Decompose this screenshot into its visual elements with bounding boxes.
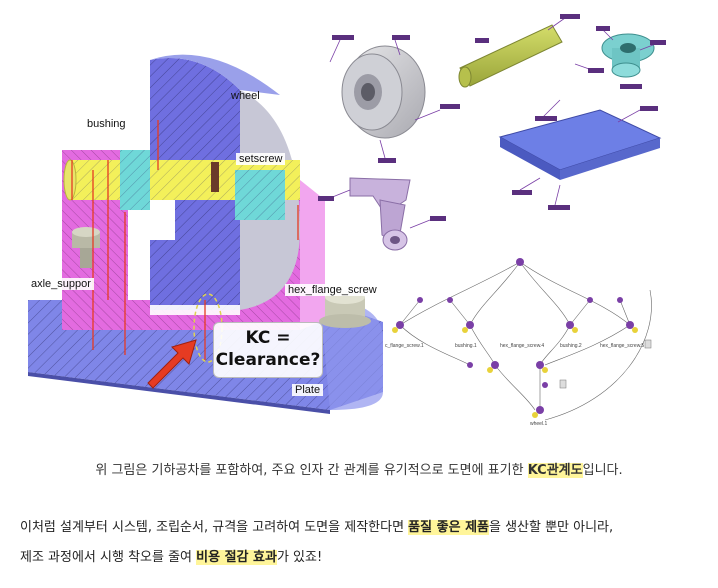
node-label: bushing.1 (455, 343, 477, 349)
gdt-frames (318, 14, 666, 221)
label-axle-support: axle_suppor (28, 278, 94, 290)
support-render (349, 177, 411, 251)
paragraph-text: 이처럼 설계부터 시스템, 조립순서, 규격을 고려하여 도면을 제작한다면 (20, 520, 409, 535)
kc-clearance-callout: KC = Clearance? (213, 322, 323, 378)
node-label: hex_flange_screw.4 (500, 343, 544, 349)
kc-diagram-figure: c_flange_screw.1 bushing.1 hex_flange_sc… (28, 14, 666, 427)
assembly-illustration: c_flange_screw.1 bushing.1 hex_flange_sc… (28, 14, 666, 427)
callout-line-2: Clearance? (215, 350, 321, 370)
dimension-lines (71, 120, 299, 360)
setscrew-part (211, 162, 219, 192)
callout-line-1: KC = (245, 328, 291, 348)
label-wheel: wheel (231, 90, 260, 102)
node-label: wheel.1 (530, 421, 547, 427)
node-label: hex_flange_screw.5 (600, 343, 644, 349)
caption-text-end: 입니다. (582, 463, 623, 478)
node-label: bushing.2 (560, 343, 582, 349)
label-bushing: bushing (84, 118, 129, 130)
wheel-render (341, 45, 426, 139)
red-pointer-arrow (147, 339, 197, 389)
figure-caption: 위 그림은 기하공차를 포함하여, 주요 인자 간 관계를 유기적으로 도면에 … (0, 459, 718, 478)
paragraph-text-end: 가 있죠! (276, 550, 323, 565)
section-view (28, 54, 383, 414)
label-setscrew: setscrew (236, 153, 286, 165)
paragraph-highlight: 비용 절감 효과 (196, 550, 277, 565)
body-paragraph-line-1: 이처럼 설계부터 시스템, 조립순서, 규격을 고려하여 도면을 제작한다면 품… (20, 516, 613, 535)
caption-highlight: KC관계도 (527, 463, 583, 478)
plate-render (498, 109, 662, 180)
caption-text: 위 그림은 기하공차를 포함하여, 주요 인자 간 관계를 유기적으로 도면에 … (95, 463, 528, 478)
paragraph-text: 제조 과정에서 시행 착오를 줄여 (20, 550, 197, 565)
bushing-render (601, 33, 655, 78)
paragraph-text-end: 을 생산할 뿐만 아니라, (488, 520, 614, 535)
label-plate: Plate (292, 384, 324, 396)
body-paragraph-line-2: 제조 과정에서 시행 착오를 줄여 비용 절감 효과가 있죠! (20, 546, 322, 565)
axle-render (458, 24, 563, 88)
paragraph-highlight: 품질 좋은 제품 (408, 520, 489, 535)
kc-network-graph: c_flange_screw.1 bushing.1 hex_flange_sc… (385, 258, 652, 427)
node-label: c_flange_screw.1 (385, 343, 424, 349)
label-hex-flange-screw: hex_flange_screw (285, 284, 380, 296)
